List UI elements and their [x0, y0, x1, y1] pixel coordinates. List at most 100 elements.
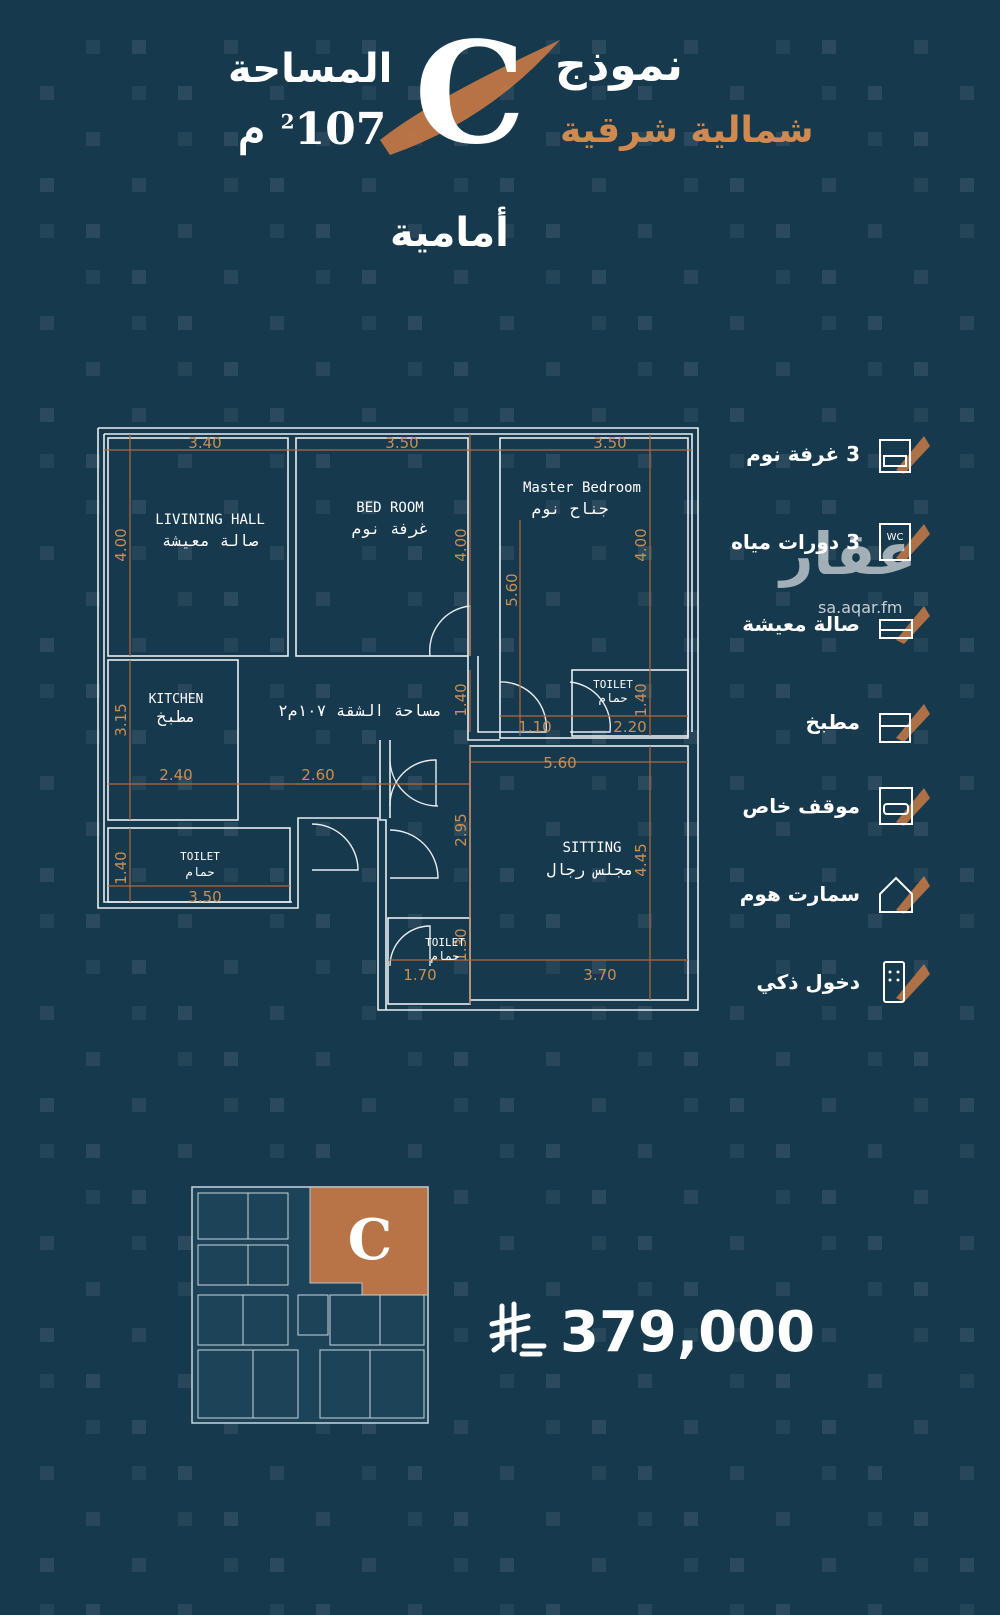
bg-dot [546, 1052, 560, 1066]
bg-dot [86, 132, 100, 146]
bg-dot [868, 1006, 882, 1020]
bg-dot [224, 822, 238, 836]
bg-dot [638, 684, 652, 698]
bg-dot [224, 1052, 238, 1066]
bg-dot [960, 638, 974, 652]
bg-dot [822, 1328, 836, 1342]
bg-dot [592, 1328, 606, 1342]
dim-toilet-width: 2.20 [613, 718, 646, 736]
bg-dot [960, 1098, 974, 1112]
bg-dot [592, 178, 606, 192]
bg-dot [132, 546, 146, 560]
bg-dot [960, 454, 974, 468]
room-sitting-en: SITTING [562, 840, 621, 856]
bg-dot [638, 776, 652, 790]
bg-dot [408, 1052, 422, 1066]
bg-dot [132, 1098, 146, 1112]
bg-dot [40, 914, 54, 928]
bg-dot [592, 546, 606, 560]
dim-sitting-width: 5.60 [543, 754, 576, 772]
feature-kitchen: مطبخ [720, 698, 930, 748]
bg-dot [40, 1604, 54, 1615]
bg-dot [730, 1236, 744, 1250]
bg-dot [316, 454, 330, 468]
bg-dot [546, 592, 560, 606]
bg-dot [454, 1190, 468, 1204]
bg-dot [776, 914, 790, 928]
bg-dot [178, 1604, 192, 1615]
bg-dot [914, 270, 928, 284]
bg-dot [730, 1098, 744, 1112]
bg-dot [914, 1328, 928, 1342]
bg-dot [224, 868, 238, 882]
bg-dot [362, 86, 376, 100]
bg-dot [730, 638, 744, 652]
bg-dot [960, 684, 974, 698]
bg-dot [546, 270, 560, 284]
bg-dot [178, 1466, 192, 1480]
feature-parking: موقف خاص [720, 782, 930, 832]
bg-dot [316, 592, 330, 606]
bg-dot [638, 1604, 652, 1615]
bg-dot [592, 40, 606, 54]
bg-dot [500, 868, 514, 882]
bg-dot [86, 40, 100, 54]
bg-dot [86, 960, 100, 974]
bg-dot [730, 1328, 744, 1342]
bg-dot [776, 132, 790, 146]
bg-dot [132, 1006, 146, 1020]
bg-dot [40, 868, 54, 882]
bg-dot [178, 684, 192, 698]
bg-dot [362, 638, 376, 652]
bg-dot [592, 960, 606, 974]
bg-dot [178, 454, 192, 468]
dim-kitchen-width: 2.40 [159, 766, 192, 784]
room-kitchen-ar: مطبخ [157, 707, 196, 727]
bg-dot [822, 776, 836, 790]
dim-bedroom-width: 3.50 [385, 434, 418, 452]
bg-dot [362, 776, 376, 790]
bg-dot [408, 822, 422, 836]
bg-dot [224, 1558, 238, 1572]
bg-dot [822, 500, 836, 514]
bg-dot [546, 362, 560, 376]
bg-dot [730, 178, 744, 192]
bg-dot [592, 730, 606, 744]
room-toilet-small-en: TOILET [425, 936, 465, 949]
bg-dot [684, 270, 698, 284]
sofa-icon [879, 606, 930, 644]
floor-plan: 3.40 3.50 3.50 4.00 4.00 4.00 5.60 1.40 … [97, 427, 699, 1011]
bg-dot [776, 1512, 790, 1526]
bg-dot [40, 546, 54, 560]
bg-dot [40, 776, 54, 790]
bg-dot [178, 546, 192, 560]
bg-dot [454, 1558, 468, 1572]
bg-dot [40, 86, 54, 100]
bg-dot [684, 408, 698, 422]
bedroom-icon [879, 436, 930, 474]
area-label: المساحة [228, 46, 393, 92]
bg-dot [822, 408, 836, 422]
area-value-text: 107 م [238, 104, 387, 155]
bg-dot [40, 1558, 54, 1572]
bg-dot [178, 1282, 192, 1296]
bg-dot [86, 1144, 100, 1158]
bg-dot [270, 1466, 284, 1480]
bg-dot [132, 1558, 146, 1572]
watermark-brand: عقار [780, 520, 917, 588]
watermark-url: sa.aqar.fm [818, 598, 903, 617]
bg-dot [868, 316, 882, 330]
bg-dot [546, 1512, 560, 1526]
bg-dot [178, 1006, 192, 1020]
bg-dot [454, 362, 468, 376]
bg-dot [592, 776, 606, 790]
bg-dot [960, 1558, 974, 1572]
bg-dot [178, 1052, 192, 1066]
feature-label: سمارت هوم [739, 882, 860, 906]
bg-dot [638, 1236, 652, 1250]
bg-dot [270, 1144, 284, 1158]
bg-dot [454, 868, 468, 882]
room-sitting-ar: مجلس رجال [547, 860, 634, 880]
bg-dot [316, 500, 330, 514]
bg-dot [132, 500, 146, 514]
